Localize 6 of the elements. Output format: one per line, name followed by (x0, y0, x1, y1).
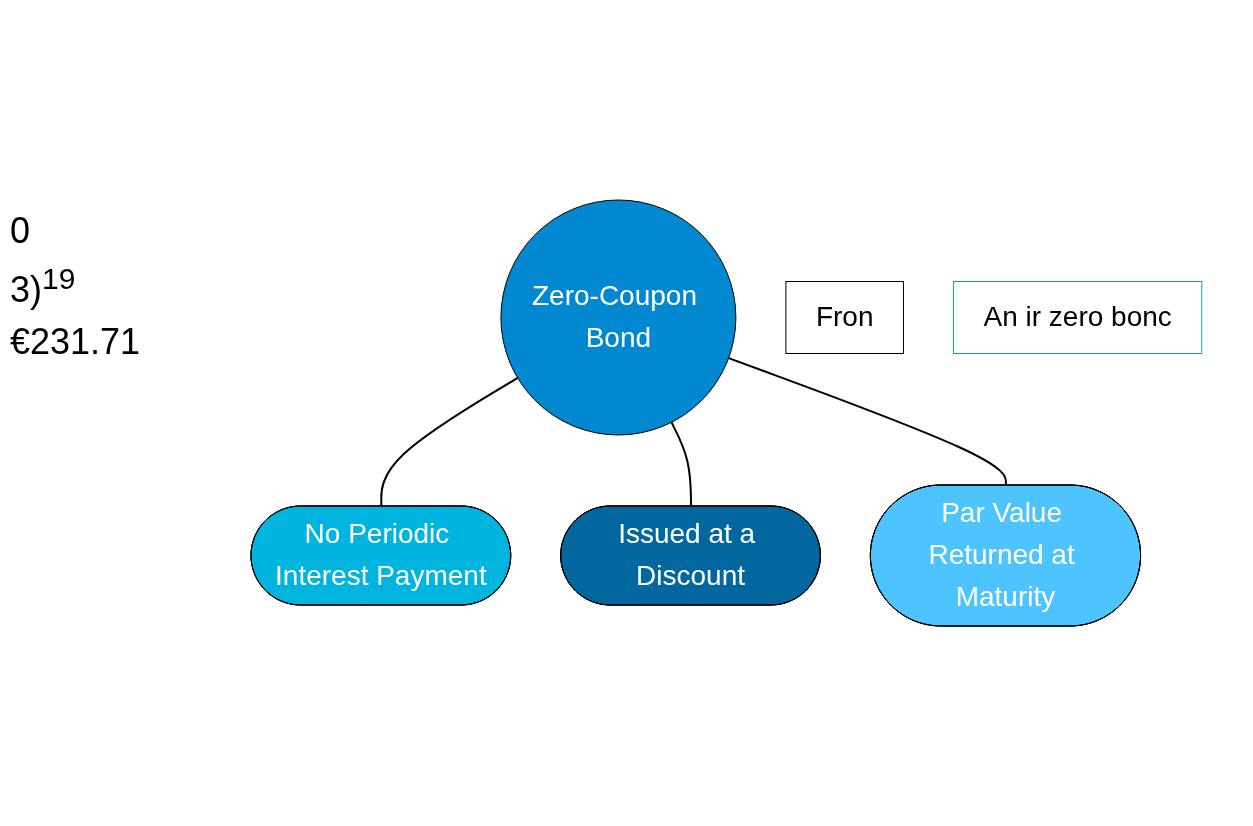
formula-text: 0 (10, 210, 32, 252)
node-box: Fron (785, 281, 905, 354)
node-circle: Zero-Coupon Bond (500, 199, 737, 436)
formula-text: €231.71 (10, 321, 142, 363)
node-box: An ir zero bonc (953, 281, 1203, 354)
formula-text: 3)$^{19}$ (10, 262, 77, 311)
